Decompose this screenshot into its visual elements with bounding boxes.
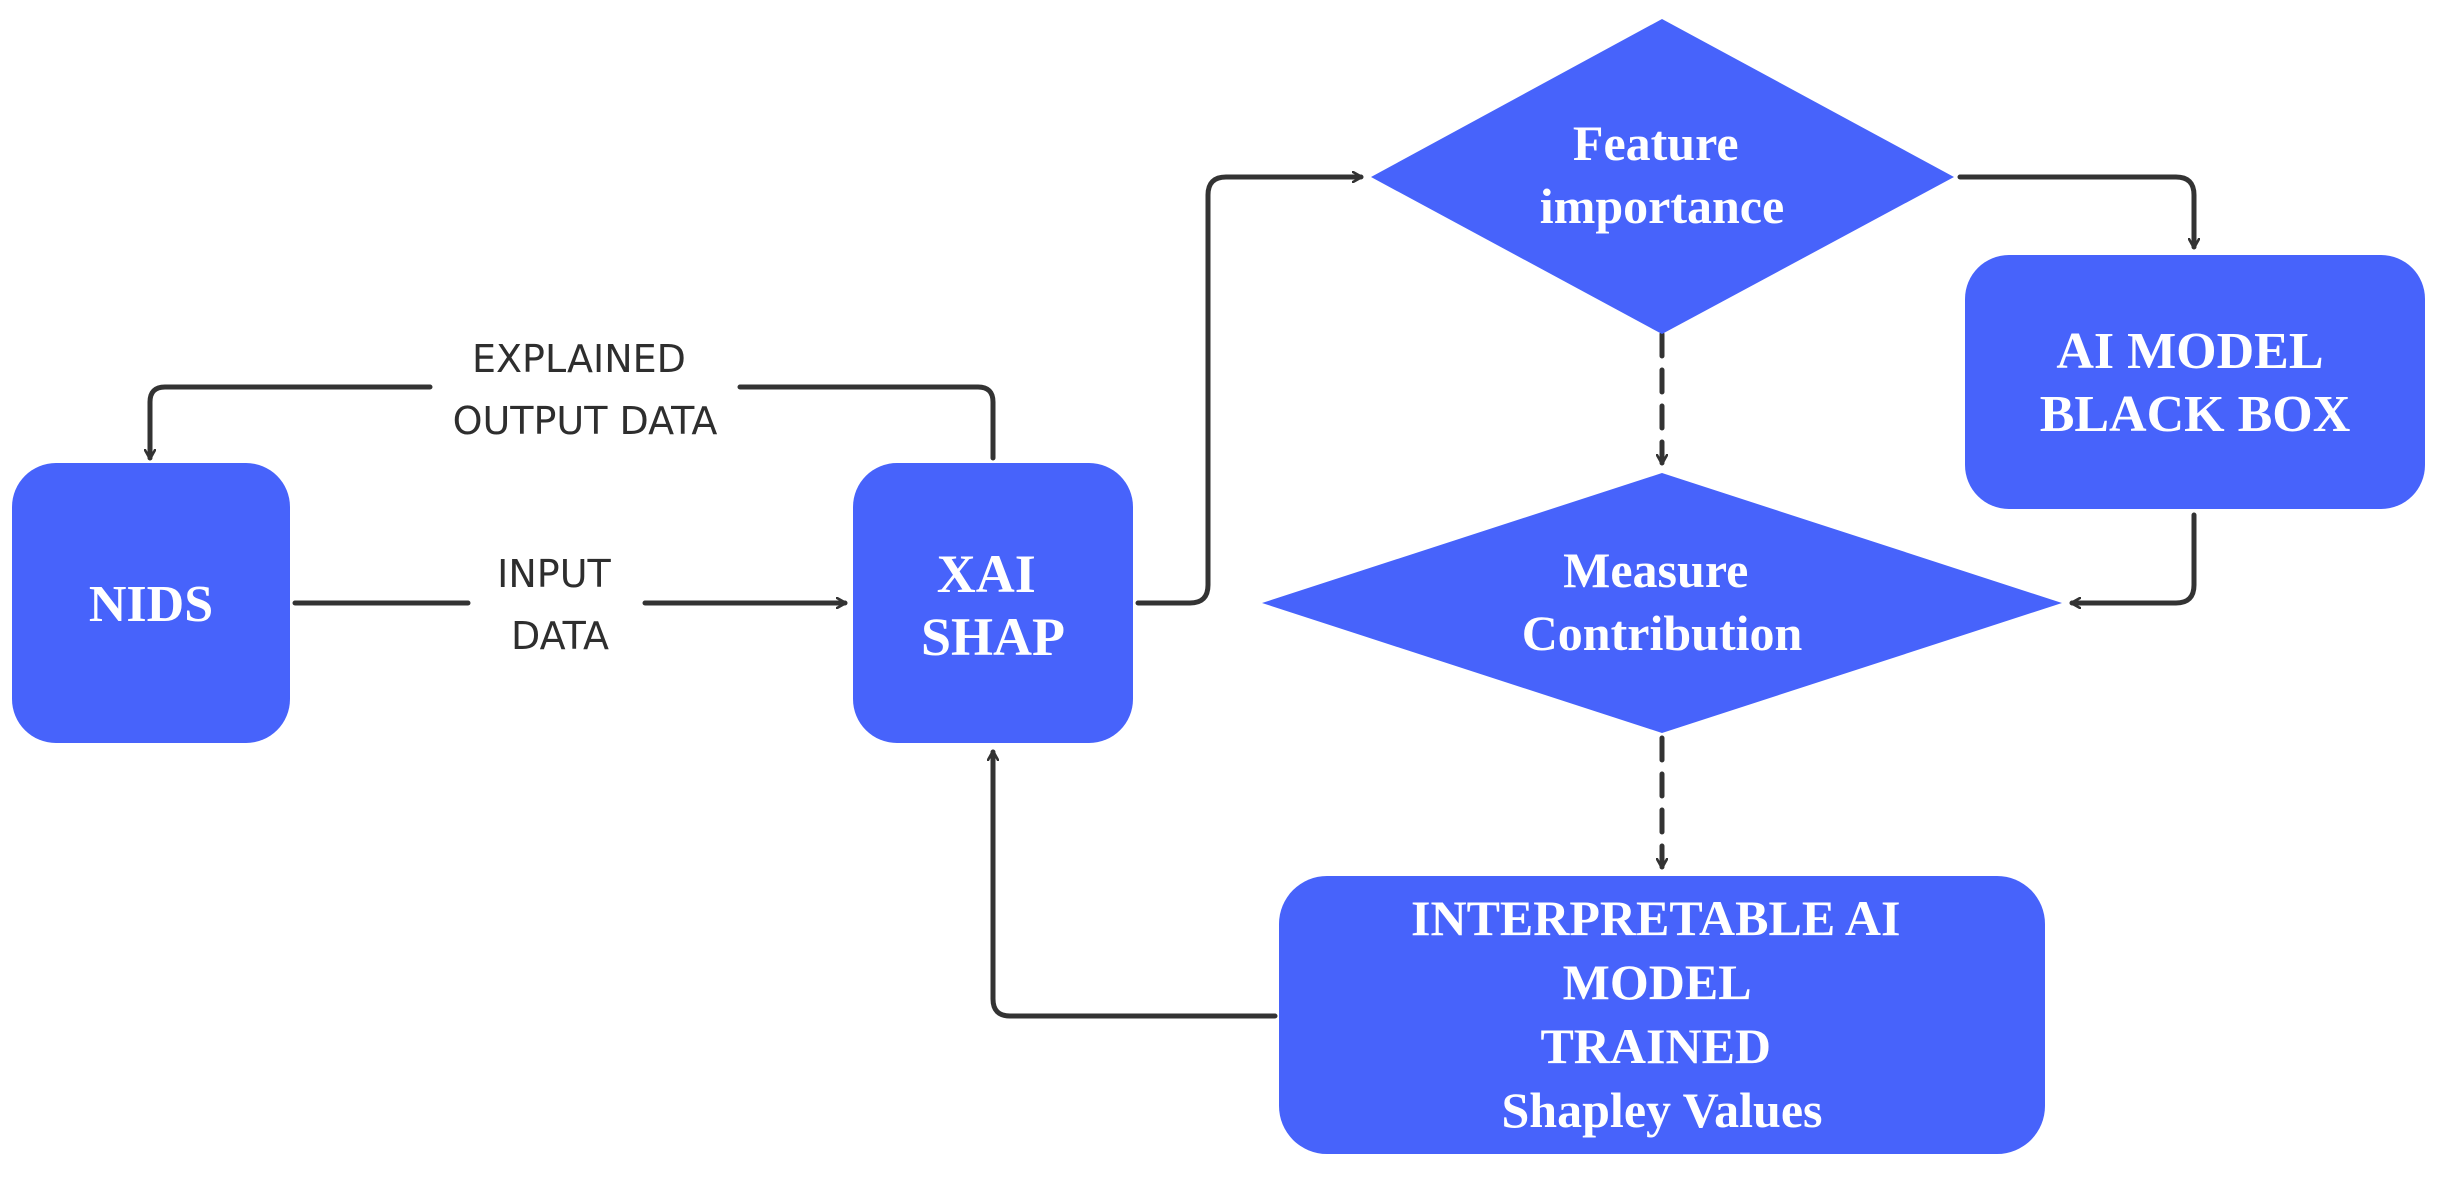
edge-feature-importance-to-black-box — [1957, 174, 2194, 250]
node-nids-label: NIDS — [89, 576, 213, 633]
edge-xai-to-nids-right — [737, 384, 996, 461]
node-xai-shap-label: XAI SHAP — [921, 544, 1065, 667]
edge-interpretable-to-xai — [993, 749, 1278, 1019]
node-nids: NIDS — [12, 463, 290, 743]
node-feature-importance: Feature importance — [1371, 19, 1954, 334]
edge-xai-to-nids — [150, 384, 433, 461]
nodes: NIDS XAI SHAP Feature importance AI MODE… — [12, 19, 2425, 1154]
edge-labels: INPUT DATA EXPLAINED OUTPUT DATA — [453, 337, 718, 658]
node-ai-black-box: AI MODEL BLACK BOX — [1965, 255, 2425, 509]
node-measure-contribution: Measure Contribution — [1262, 473, 2062, 733]
node-xai-shap: XAI SHAP — [853, 463, 1133, 743]
node-interpretable-model-label: INTERPRETABLE AI MODEL TRAINED Shapley V… — [1411, 890, 1913, 1138]
edge-label-explained-output: EXPLAINED OUTPUT DATA — [453, 337, 718, 443]
edges — [150, 174, 2197, 1019]
node-ai-black-box-label: AI MODEL BLACK BOX — [2040, 323, 2351, 443]
node-interpretable-model: INTERPRETABLE AI MODEL TRAINED Shapley V… — [1279, 876, 2045, 1154]
node-measure-contribution-label: Measure Contribution — [1522, 542, 1803, 661]
edge-black-box-to-measure — [2069, 512, 2197, 603]
node-feature-importance-label: Feature importance — [1540, 115, 1784, 234]
edge-label-input-data: INPUT DATA — [497, 552, 623, 658]
edge-xai-to-feature-importance — [1135, 177, 1364, 606]
